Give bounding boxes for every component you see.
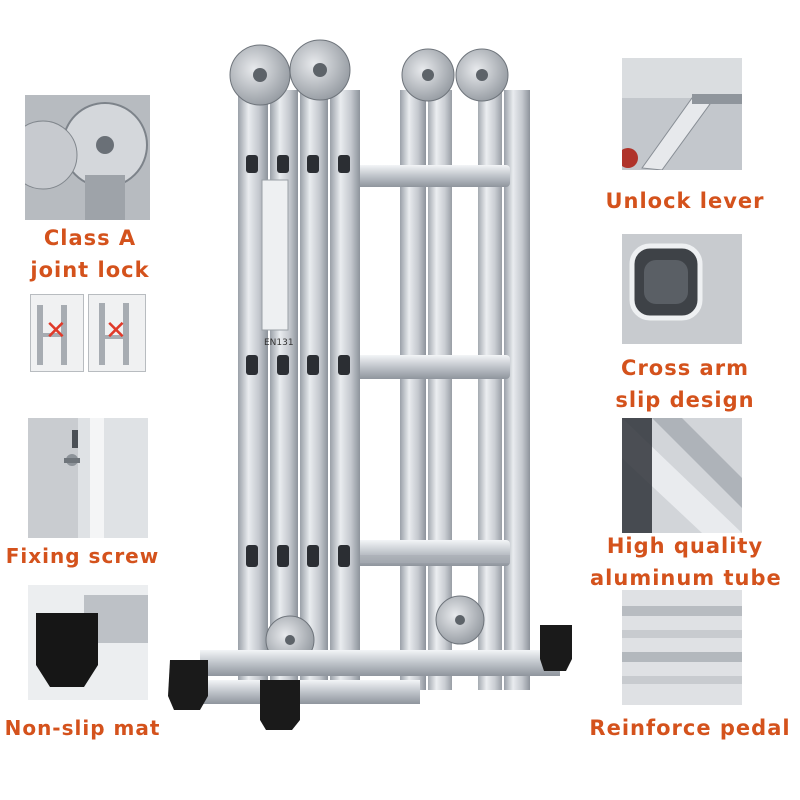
front-rails bbox=[238, 90, 360, 690]
non-slip-mat-photo bbox=[28, 585, 148, 700]
joint-lock-label: Class A joint lock bbox=[10, 222, 170, 286]
cross-arm-line2: slip design bbox=[615, 388, 755, 412]
joint-lock-line1: Class A bbox=[43, 226, 137, 250]
wrong-usage-image-1: ✕ bbox=[30, 294, 84, 372]
unlock-lever-photo bbox=[622, 58, 742, 170]
cross-arm-line1: Cross arm bbox=[621, 356, 749, 380]
sticker-label: EN131 bbox=[264, 338, 294, 348]
rail-slots bbox=[246, 155, 350, 567]
ladder-product-image: EN131 bbox=[168, 39, 572, 730]
aluminum-tube-label: High quality aluminum tube bbox=[590, 530, 782, 594]
fixing-screw-label: Fixing screw bbox=[5, 544, 160, 568]
wrong-x-icon: ✕ bbox=[105, 316, 127, 346]
ladder-rungs bbox=[350, 165, 510, 566]
reinforce-pedal-label: Reinforce pedal bbox=[589, 716, 791, 740]
back-rails bbox=[400, 90, 530, 690]
warning-sticker bbox=[261, 179, 289, 331]
joint-lock-line2: joint lock bbox=[30, 258, 150, 282]
cross-arm-label: Cross arm slip design bbox=[600, 352, 770, 416]
non-slip-mat-label: Non-slip mat bbox=[4, 716, 161, 740]
wrong-usage-image-2: ✕ bbox=[88, 294, 146, 372]
unlock-lever-label: Unlock lever bbox=[605, 189, 765, 213]
joint-lock-photo bbox=[25, 95, 150, 220]
fixing-screw-photo bbox=[28, 418, 148, 538]
aluminum-tube-line1: High quality bbox=[606, 534, 764, 558]
back-joint-hinges bbox=[401, 48, 509, 645]
reinforce-pedal-photo bbox=[622, 590, 742, 705]
aluminum-tube-line2: aluminum tube bbox=[590, 566, 782, 590]
aluminum-tube-photo bbox=[622, 418, 742, 533]
base-stabilizer-bars bbox=[180, 650, 560, 704]
cross-arm-photo bbox=[622, 234, 742, 344]
non-slip-feet bbox=[168, 625, 572, 730]
wrong-x-icon: ✕ bbox=[45, 316, 67, 346]
